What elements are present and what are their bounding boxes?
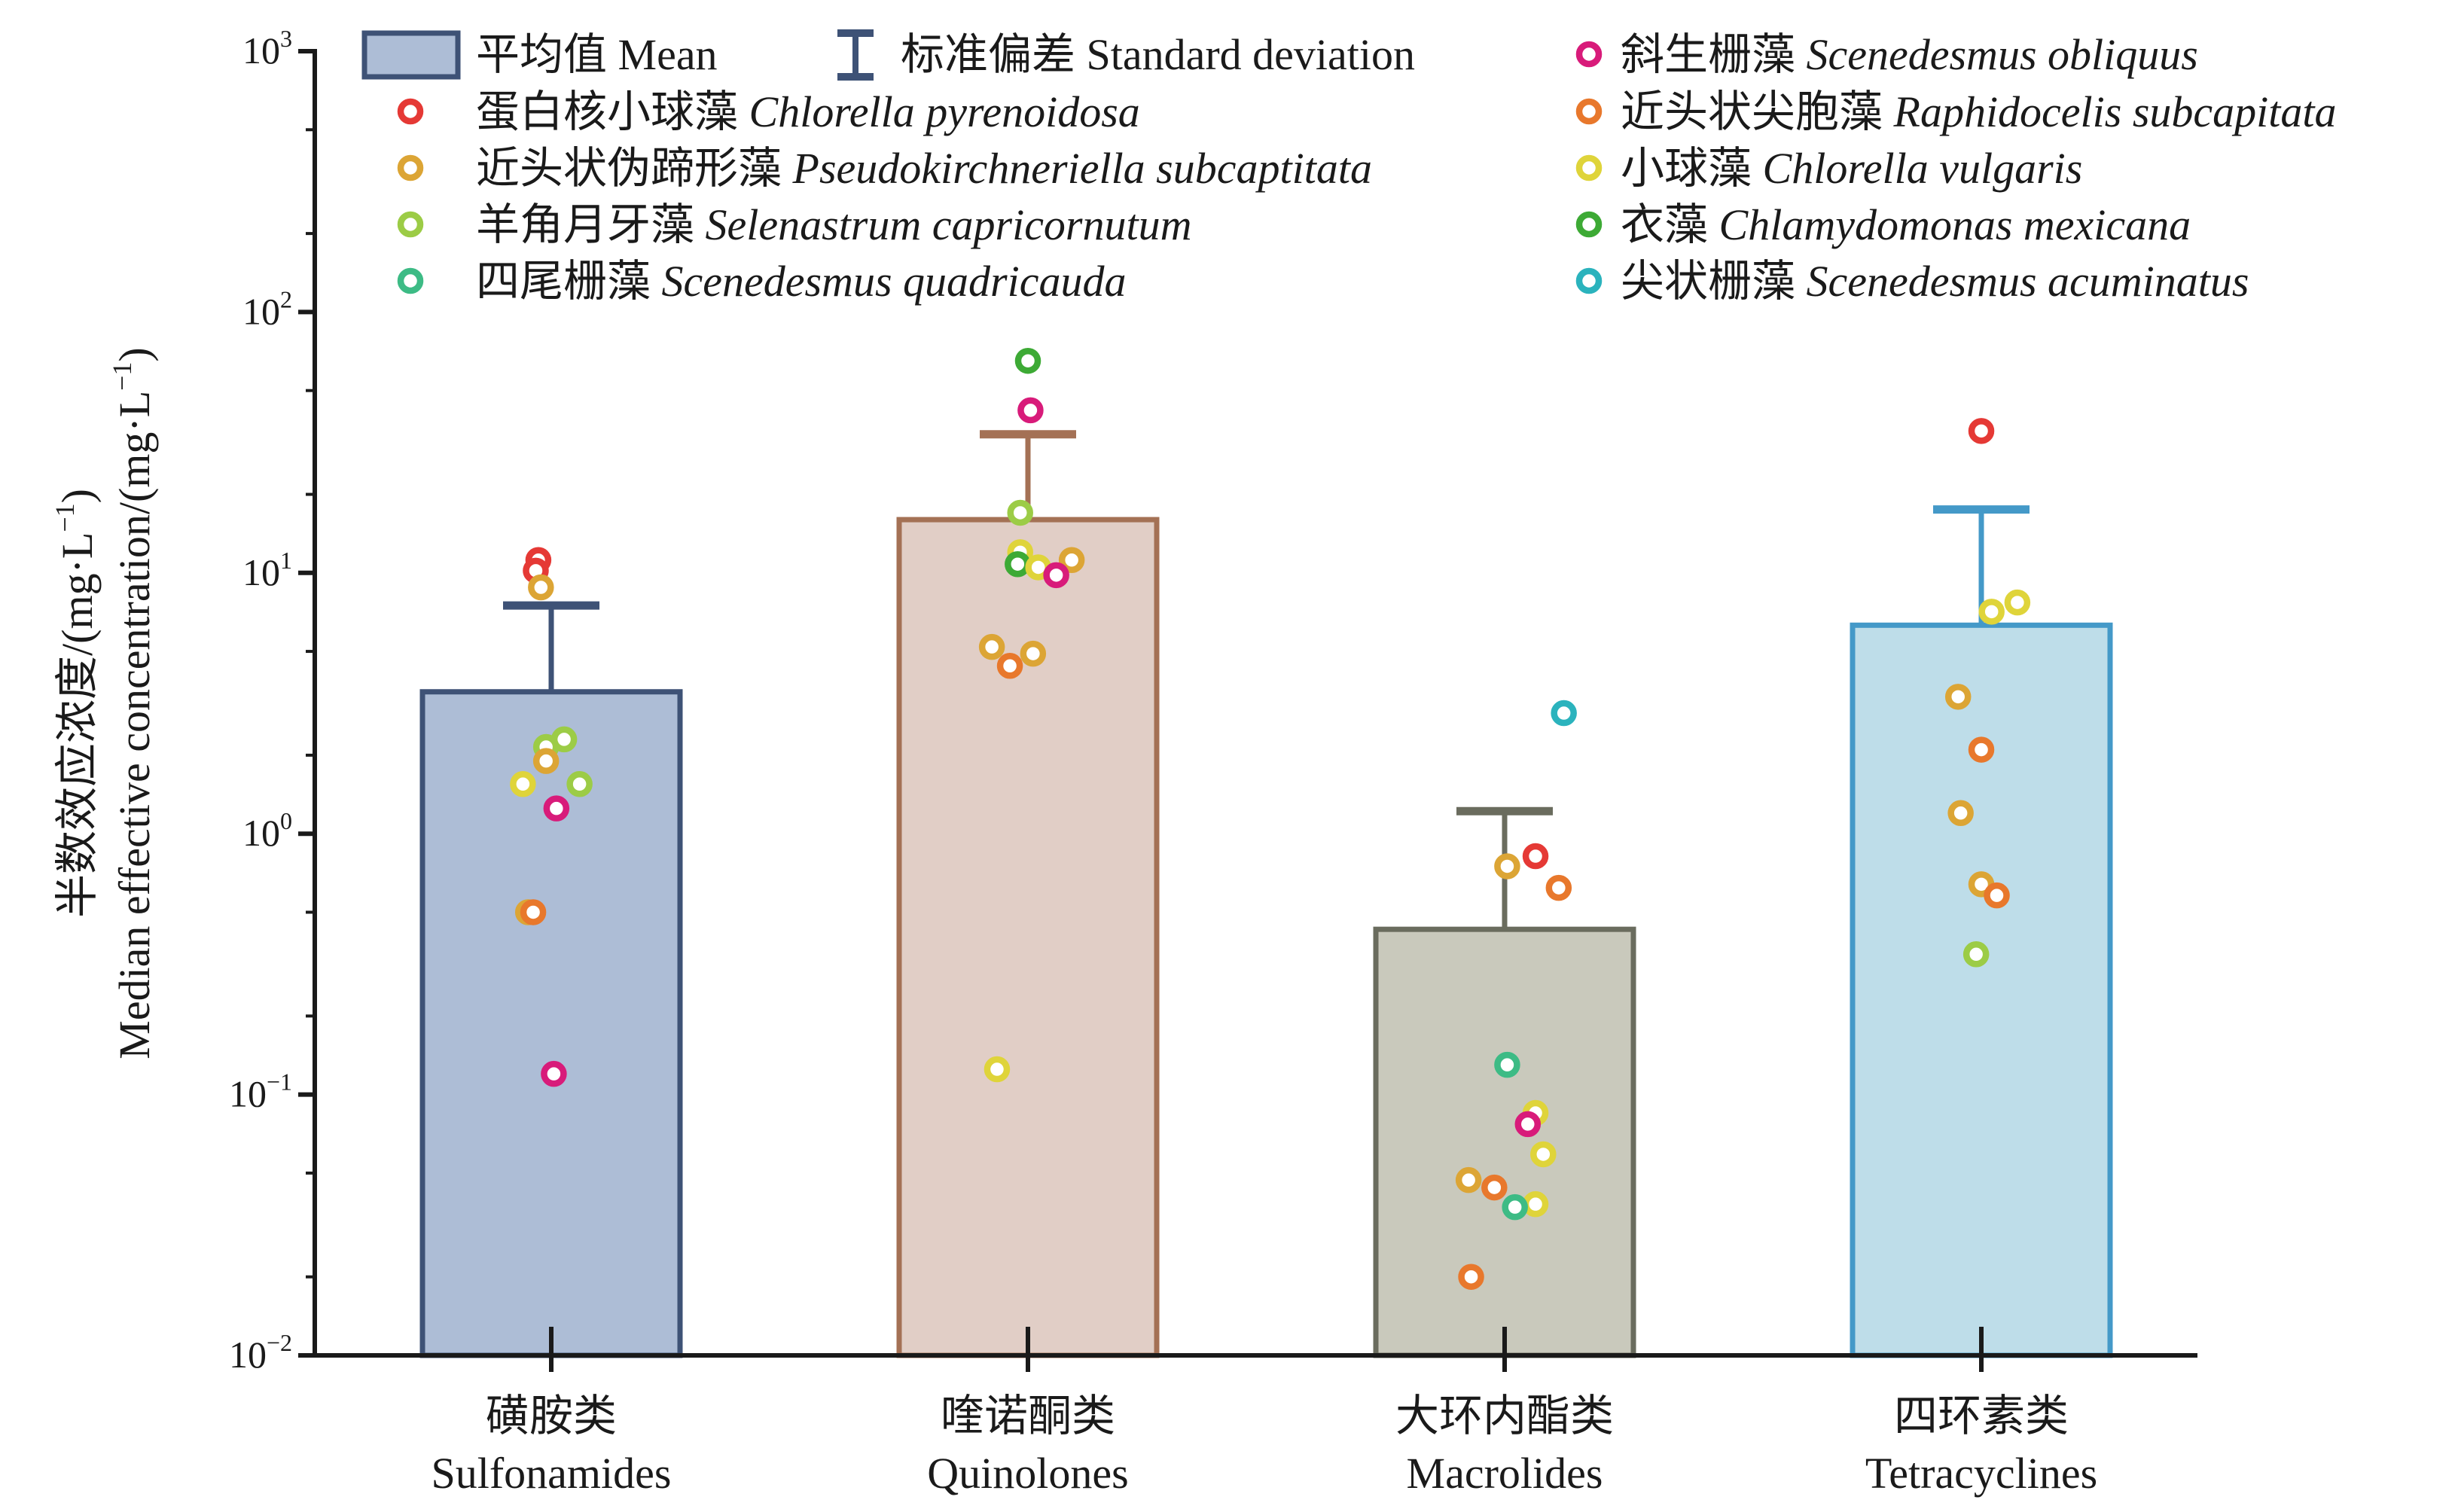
data-point-cv	[2004, 589, 2031, 616]
data-point-cv	[510, 771, 536, 797]
legend-marker-cp	[397, 98, 424, 125]
data-point-rs	[1481, 1174, 1508, 1201]
data-point-rs	[1984, 882, 2010, 909]
data-point-cv	[1530, 1141, 1557, 1168]
legend-label-rs: 近头状尖胞藻 Raphidocelis subcapitata	[1621, 87, 2337, 136]
y-axis-title-en: Median effective concentration/(mg·L−1)	[107, 347, 159, 1059]
data-point-cp	[1968, 418, 1995, 444]
data-point-rs	[1458, 1264, 1484, 1290]
y-tick-label: 10−1	[229, 1068, 292, 1115]
y-tick-label: 103	[242, 25, 292, 72]
bar-sulfonamides	[419, 689, 683, 1358]
legend-label-sc: 羊角月牙藻 Selenastrum capricornutum	[476, 200, 1192, 249]
data-point-ps	[1020, 640, 1047, 667]
legend-marker-sq	[397, 267, 424, 294]
legend-label-cm: 衣藻 Chlamydomonas mexicana	[1621, 200, 2191, 249]
data-point-rs	[1968, 736, 1995, 763]
data-point-sa	[1551, 700, 1577, 727]
legend-marker-so	[1575, 41, 1603, 68]
data-point-ps	[1455, 1166, 1482, 1193]
legend-label-sa: 尖状栅藻 Scenedesmus acuminatus	[1621, 257, 2249, 306]
bar-macrolides	[1373, 926, 1636, 1358]
data-point-cv	[1978, 599, 2005, 625]
x-tick-label-en: Sulfonamides	[432, 1449, 672, 1498]
x-tick-label-en: Quinolones	[927, 1449, 1128, 1498]
y-tick-label: 10−2	[229, 1329, 292, 1376]
x-tick-label-zh: 喹诺酮类	[941, 1392, 1115, 1440]
legend-sd-icon	[837, 29, 874, 81]
data-point-ps	[978, 633, 1005, 660]
error-bars-layer	[503, 430, 2030, 930]
data-point-so	[1514, 1111, 1542, 1138]
data-point-cv	[1522, 1190, 1549, 1218]
legend-sd-label: 标准偏差 Standard deviation	[901, 30, 1415, 79]
legend-marker-sc	[397, 211, 424, 238]
data-point-sc	[1007, 499, 1033, 526]
legend-marker-cv	[1575, 154, 1603, 181]
data-point-cm	[1014, 347, 1041, 374]
x-tick-label-zh: 大环内酯类	[1395, 1392, 1614, 1440]
y-tick-label: 100	[242, 807, 292, 854]
legend-label-ps: 近头状伪蹄形藻 Pseudokirchneriella subcaptitata	[476, 144, 1372, 193]
data-point-ps	[528, 574, 554, 601]
data-point-cp	[1522, 843, 1549, 870]
data-point-so	[1017, 397, 1044, 424]
data-point-so	[541, 1060, 567, 1087]
y-tick-label: 102	[242, 285, 292, 332]
x-tick-label-zh: 四环素类	[1894, 1392, 2069, 1440]
data-point-so	[543, 795, 570, 822]
legend-label-cv: 小球藻 Chlorella vulgaris	[1621, 144, 2082, 193]
data-point-so	[1043, 562, 1069, 589]
legend-marker-sa	[1575, 267, 1603, 294]
x-tick-label-en: Tetracyclines	[1865, 1449, 2097, 1498]
legend-mean-label: 平均值 Mean	[476, 30, 718, 79]
x-tick-label-zh: 磺胺类	[486, 1392, 617, 1440]
data-point-sq	[1494, 1051, 1520, 1078]
points-layer	[510, 347, 2031, 1290]
legend-label-so: 斜生栅藻 Scenedesmus obliquus	[1621, 30, 2198, 79]
y-axis-title: 半数效应浓度/(mg·L−1)Median effective concentr…	[50, 347, 159, 1059]
y-tick-label: 101	[242, 547, 292, 593]
legend-marker-cm	[1575, 211, 1603, 238]
data-point-sq	[1502, 1193, 1528, 1221]
data-point-ps	[1944, 684, 1972, 710]
legend-mean-swatch	[361, 30, 461, 80]
data-point-ps	[1494, 853, 1520, 879]
legend-marker-rs	[1575, 98, 1603, 125]
data-point-sc	[1962, 941, 1990, 968]
axes-layer: 10−2 10−1 100 101 102 103 磺胺类 Sulfonamides 喹诺酮类 Q…	[229, 25, 2197, 1498]
data-point-ps	[1058, 547, 1085, 574]
data-point-cv	[984, 1056, 1011, 1083]
data-point-ps	[532, 748, 560, 774]
bars-layer	[419, 517, 2113, 1358]
y-axis-title-zh: 半数效应浓度/(mg·L−1)	[50, 489, 102, 918]
data-point-sc	[566, 771, 593, 797]
legend-marker-ps	[397, 154, 424, 181]
legend: 平均值 Mean 标准偏差 Standard deviation 斜生栅藻 Scen…	[361, 29, 2337, 306]
data-point-ps	[1947, 800, 1974, 827]
data-point-cm	[1005, 550, 1031, 578]
data-point-rs	[996, 653, 1023, 679]
legend-label-sq: 四尾栅藻 Scenedesmus quadricauda	[476, 257, 1126, 306]
x-tick-label-en: Macrolides	[1407, 1449, 1603, 1498]
data-point-rs	[520, 899, 547, 925]
data-point-rs	[1545, 874, 1572, 901]
legend-label-cp: 蛋白核小球藻 Chlorella pyrenoidosa	[476, 87, 1140, 136]
bar-tetracyclines	[1850, 622, 2113, 1358]
